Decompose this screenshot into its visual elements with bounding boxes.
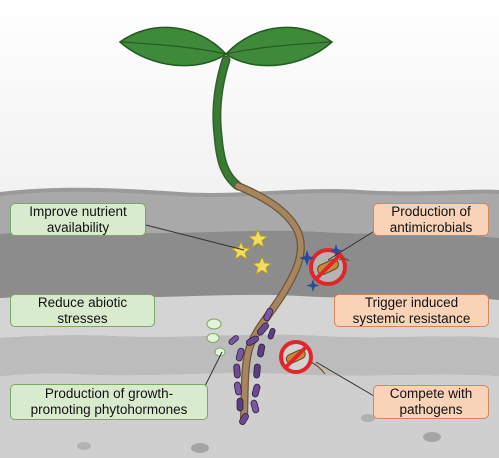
pebble (361, 414, 375, 422)
callout-antimicrobials: Production of antimicrobials (373, 203, 489, 236)
bacteria-icon (236, 397, 244, 412)
seedling-icon (118, 26, 334, 191)
callout-compete-pathogens: Compete with pathogens (373, 385, 489, 419)
connector-antimicrobials (327, 229, 377, 261)
bacteria-icon (251, 383, 261, 398)
callout-induced-resistance: Trigger induced systemic resistance (334, 294, 489, 327)
bacteria-icon (257, 343, 266, 358)
callout-improve-nutrient: Improve nutrient availability (10, 203, 146, 236)
soil-band-2 (0, 230, 499, 300)
bacteria-icon (235, 347, 245, 362)
bacteria-icon (253, 363, 261, 379)
connector-lines (145, 224, 377, 401)
connector-nutrients (145, 224, 245, 251)
pebble (191, 443, 209, 453)
pebble (77, 442, 91, 450)
sky-background (0, 0, 499, 200)
bacteria-icon (263, 307, 274, 322)
bacteria-icon (246, 335, 259, 346)
pebble (423, 432, 441, 442)
bacteria-icon (233, 381, 242, 396)
root-icon (234, 182, 305, 422)
bubble-icon (206, 318, 226, 357)
star-icon (230, 228, 273, 275)
bacteria-icon (228, 335, 239, 345)
no-pathogen-icon (279, 340, 326, 375)
callout-phytohormones: Production of growth- promoting phytohor… (10, 384, 208, 420)
bacteria-icon (250, 399, 260, 414)
callout-reduce-abiotic: Reduce abiotic stresses (10, 294, 155, 327)
bacteria-icon (257, 322, 269, 336)
bacteria-colony (228, 307, 276, 425)
bacteria-icon (239, 413, 249, 425)
connector-compete (315, 361, 375, 397)
no-pathogen-icon (299, 244, 350, 292)
bacteria-icon (233, 363, 241, 379)
bacteria-icon (267, 327, 276, 340)
